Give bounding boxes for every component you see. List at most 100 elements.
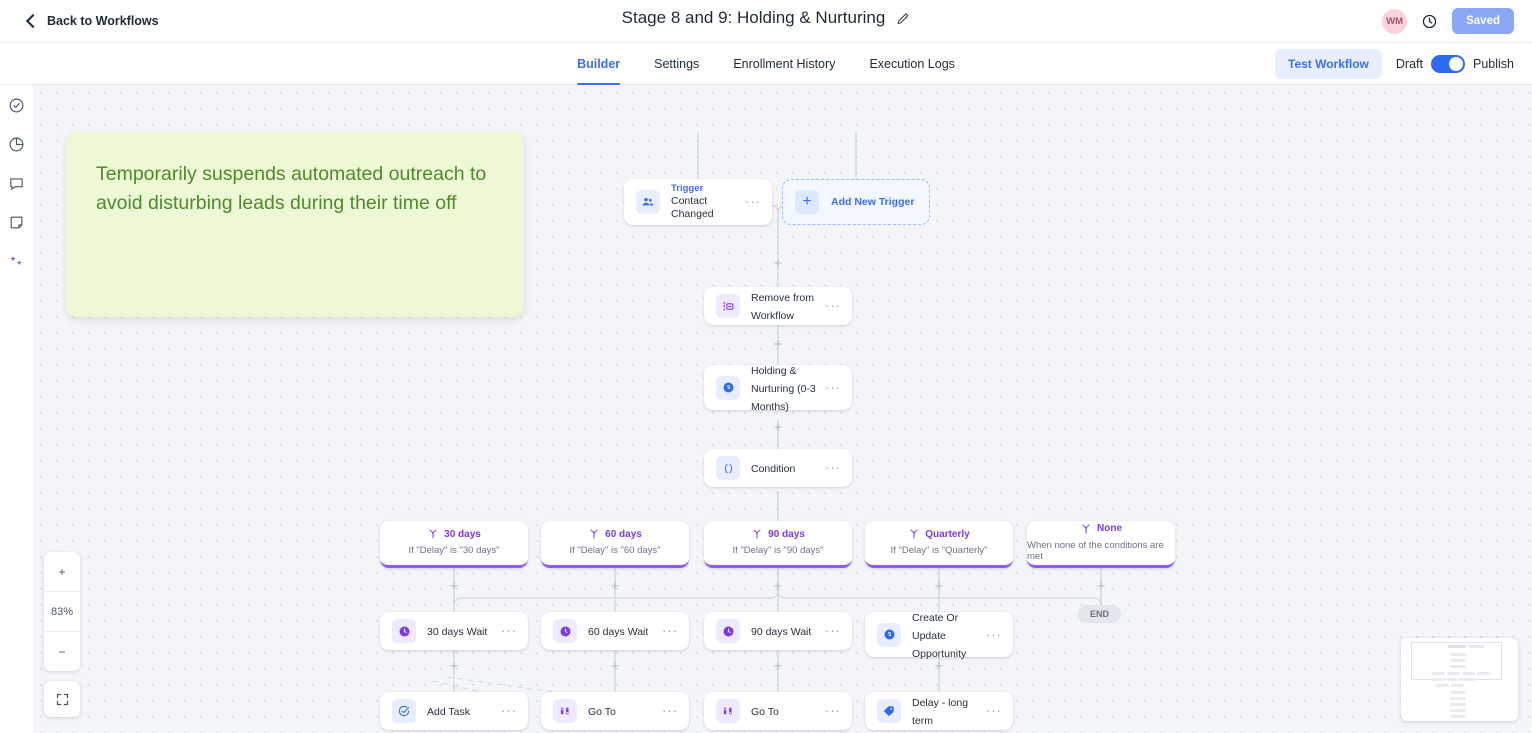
zoom-out-button[interactable]: − — [58, 644, 66, 659]
edge-add-button-c1[interactable]: + — [449, 657, 459, 675]
node-go-to-1-menu[interactable]: ··· — [662, 703, 678, 718]
node-create-or-update-opportunity[interactable]: Create Or Update Opportunity ··· — [865, 612, 1013, 660]
rail-item-notes[interactable] — [4, 209, 30, 235]
workflow-canvas[interactable]: Trigger Contact Changed ··· + Add New Tr… — [33, 85, 1532, 733]
save-status-button[interactable]: Saved — [1452, 8, 1514, 34]
note-icon — [10, 216, 23, 228]
edge-add-button-2[interactable]: + — [773, 335, 783, 353]
branch-title-30-days: 30 days — [444, 528, 481, 540]
node-holding-nurturing[interactable]: Holding & Nurturing (0-3 Months) ··· — [704, 365, 852, 413]
branch-condition-quarterly: If "Delay" is "Quarterly" — [890, 545, 988, 556]
node-remove-from-workflow[interactable]: Remove from Workflow ··· — [704, 287, 852, 325]
edge-add-button-c2[interactable]: + — [610, 657, 620, 675]
clock-history-icon[interactable] — [1421, 13, 1438, 30]
node-remove-menu[interactable]: ··· — [825, 298, 841, 313]
edge-add-button-b4[interactable]: + — [934, 577, 944, 595]
node-90-days-wait-menu[interactable]: ··· — [825, 623, 841, 638]
minimap-node — [1450, 709, 1466, 712]
branch-card-quarterly[interactable]: Quarterly If "Delay" is "Quarterly" — [865, 521, 1013, 568]
edge-add-button-b2[interactable]: + — [610, 577, 620, 595]
node-delay-long-term-menu[interactable]: ··· — [986, 703, 1002, 718]
node-add-task-menu[interactable]: ··· — [501, 703, 517, 718]
node-holding-menu[interactable]: ··· — [825, 379, 841, 395]
edge-add-button-c3[interactable]: + — [773, 657, 783, 675]
node-create-opportunity-menu[interactable]: ··· — [986, 626, 1002, 642]
node-go-to-1[interactable]: Go To ··· — [541, 692, 689, 730]
edge-add-button-b5[interactable]: + — [1096, 577, 1106, 595]
remove-workflow-icon — [716, 294, 740, 318]
publish-toggle[interactable] — [1431, 54, 1465, 73]
node-30-days-wait[interactable]: 30 days Wait ··· — [380, 612, 528, 650]
node-30-days-wait-labels: 30 days Wait — [427, 622, 501, 640]
test-workflow-button[interactable]: Test Workflow — [1275, 48, 1382, 79]
edge-add-button-3[interactable]: + — [773, 418, 783, 436]
node-trigger-menu[interactable]: ··· — [745, 194, 761, 209]
node-delay-long-term[interactable]: Delay - long term ··· — [865, 692, 1013, 730]
opportunity-icon — [877, 622, 901, 647]
minimap[interactable] — [1401, 638, 1518, 721]
add-new-trigger-button[interactable]: + Add New Trigger — [782, 179, 930, 225]
workflow-title-group: Stage 8 and 9: Holding & Nurturing — [622, 8, 911, 28]
branch-head-30-days: 30 days — [427, 528, 481, 540]
node-60-days-wait[interactable]: 60 days Wait ··· — [541, 612, 689, 650]
avatar[interactable]: WM — [1382, 8, 1408, 34]
branch-icon — [910, 529, 918, 539]
header-actions: WM Saved — [1382, 8, 1514, 34]
branch-card-90-days[interactable]: 90 days If "Delay" is "90 days" — [704, 521, 852, 568]
node-90-days-wait[interactable]: 90 days Wait ··· — [704, 612, 852, 650]
tab-builder[interactable]: Builder — [577, 43, 621, 85]
fit-to-screen-button[interactable] — [44, 681, 80, 717]
branch-condition-none: When none of the conditions are met — [1027, 539, 1164, 562]
tab-settings[interactable]: Settings — [654, 57, 700, 71]
node-60-days-wait-menu[interactable]: ··· — [662, 623, 678, 638]
fit-screen-icon — [56, 693, 68, 705]
clock-icon — [716, 619, 740, 643]
sticky-note[interactable]: Temporarily suspends automated outreach … — [66, 132, 524, 317]
branch-card-60-days[interactable]: 60 days If "Delay" is "60 days" — [541, 521, 689, 568]
zoom-level-label[interactable]: 83% — [50, 605, 74, 618]
edge-add-button-b1[interactable]: + — [449, 577, 459, 595]
goto-icon — [553, 699, 577, 723]
edge-add-button-1[interactable]: + — [773, 254, 783, 272]
rail-item-ai[interactable] — [4, 248, 30, 274]
minimap-node — [1450, 715, 1466, 718]
node-60-days-wait-labels: 60 days Wait — [588, 622, 662, 640]
node-condition-menu[interactable]: ··· — [825, 460, 841, 475]
pencil-icon[interactable] — [895, 11, 910, 26]
node-30-days-wait-menu[interactable]: ··· — [501, 623, 517, 638]
node-90-days-wait-labels: 90 days Wait — [751, 622, 825, 640]
tab-execution-logs[interactable]: Execution Logs — [869, 57, 955, 71]
branch-title-60-days: 60 days — [605, 528, 642, 540]
tab-enrollment-history[interactable]: Enrollment History — [733, 57, 836, 71]
publish-toggle-group: Draft Publish — [1396, 54, 1514, 73]
back-to-workflows-link[interactable]: Back to Workflows — [25, 13, 159, 29]
node-trigger[interactable]: Trigger Contact Changed ··· — [624, 179, 772, 225]
rail-item-comments[interactable] — [4, 170, 30, 196]
branch-card-30-days[interactable]: 30 days If "Delay" is "30 days" — [380, 521, 528, 568]
node-create-opportunity-title: Create Or Update Opportunity — [912, 611, 967, 660]
zoom-in-button[interactable]: + — [58, 564, 66, 579]
edge-add-button-b3[interactable]: + — [773, 577, 783, 595]
chevron-left-icon — [25, 13, 41, 29]
goto-icon — [716, 699, 740, 723]
branch-head-90-days: 90 days — [751, 528, 805, 540]
rail-item-analytics[interactable] — [4, 131, 30, 157]
rail-item-checklist[interactable] — [4, 92, 30, 118]
minimap-node — [1450, 665, 1466, 668]
node-add-task[interactable]: Add Task ··· — [380, 692, 528, 730]
branch-card-none[interactable]: None When none of the conditions are met — [1027, 521, 1175, 568]
add-new-trigger-label: Add New Trigger — [831, 196, 915, 208]
node-holding-labels: Holding & Nurturing (0-3 Months) — [751, 361, 825, 415]
node-condition[interactable]: Condition ··· — [704, 449, 852, 487]
checklist-icon — [9, 98, 24, 112]
node-go-to-2[interactable]: Go To ··· — [704, 692, 852, 730]
node-add-task-title: Add Task — [427, 706, 470, 718]
node-create-opportunity-labels: Create Or Update Opportunity — [912, 608, 986, 662]
branch-head-none: None — [1080, 523, 1122, 535]
clock-icon — [553, 619, 577, 643]
minimap-node — [1451, 684, 1464, 687]
node-go-to-2-menu[interactable]: ··· — [825, 703, 841, 718]
edge-add-button-c4[interactable]: + — [934, 657, 944, 675]
sticky-note-text: Temporarily suspends automated outreach … — [96, 163, 487, 214]
